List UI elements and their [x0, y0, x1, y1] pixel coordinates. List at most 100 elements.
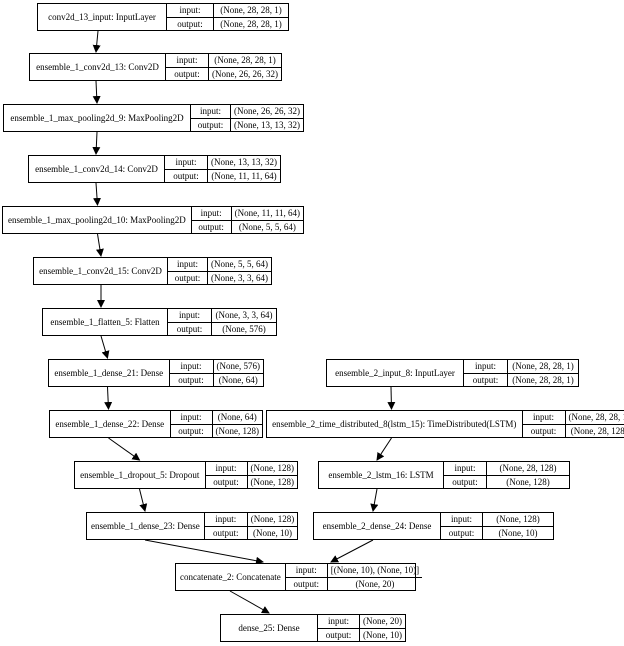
layer-name: ensemble_1_flatten_5: Flatten: [43, 309, 168, 335]
input-label: input:: [168, 309, 212, 322]
edge-arrow: [370, 488, 379, 512]
output-label: output:: [286, 577, 328, 590]
edge-arrow: [104, 386, 113, 410]
output-shape: (None, 10): [252, 527, 292, 538]
input-shape: (None, 28, 128): [499, 463, 557, 474]
input-label: input:: [205, 513, 248, 526]
input-label: input:: [171, 411, 213, 424]
input-shape: (None, 576): [216, 361, 261, 372]
input-label: input:: [523, 411, 566, 424]
input-shape: (None, 26, 26, 32): [234, 106, 300, 117]
edge-arrow: [144, 539, 264, 565]
input-label: input:: [165, 156, 208, 169]
edge-arrow: [92, 30, 101, 53]
input-label: input:: [170, 360, 214, 373]
output-label: output:: [523, 424, 566, 437]
output-label: output:: [206, 475, 248, 488]
output-label: output:: [192, 220, 232, 233]
input-label: input:: [318, 615, 360, 628]
layer-name: ensemble_2_time_distributed_8(lstm_15): …: [267, 411, 523, 437]
input-shape: (None, 28, 28, 1): [512, 361, 574, 372]
input-label: input:: [444, 462, 487, 475]
edge-arrow: [330, 539, 374, 563]
input-shape: (None, 28, 28, 1): [214, 55, 276, 66]
output-shape: (None, 26, 26, 32): [212, 68, 278, 79]
output-label: output:: [441, 526, 483, 539]
output-shape: (None, 128): [215, 425, 260, 436]
output-label: output:: [168, 322, 212, 335]
layer-node: ensemble_2_time_distributed_8(lstm_15): …: [266, 410, 624, 438]
input-label: input:: [464, 360, 508, 373]
edge-arrow: [108, 437, 141, 461]
output-shape: (None, 11, 11, 64): [211, 170, 277, 181]
output-shape: (None, 10): [498, 527, 538, 538]
edge-arrow: [229, 590, 270, 614]
edge-arrow: [376, 437, 392, 461]
input-label: input:: [286, 564, 328, 577]
output-label: output:: [170, 373, 214, 386]
input-label: input:: [441, 513, 483, 526]
input-label: input:: [191, 105, 231, 118]
layer-name: ensemble_1_conv2d_13: Conv2D: [30, 54, 166, 80]
output-shape: (None, 13, 13, 32): [234, 119, 300, 130]
layer-name: ensemble_1_max_pooling2d_10: MaxPooling2…: [3, 207, 192, 233]
layer-name: ensemble_1_conv2d_14: Conv2D: [29, 156, 165, 182]
input-shape: (None, 128): [496, 514, 540, 525]
edge-arrow: [100, 335, 110, 359]
output-shape: (None, 64): [218, 374, 258, 385]
edge-arrow: [92, 80, 101, 104]
input-label: input:: [167, 4, 214, 17]
edge-arrow: [387, 386, 396, 410]
output-label: output:: [166, 67, 209, 80]
layer-name: ensemble_2_dense_24: Dense: [314, 513, 441, 539]
input-label: input:: [192, 207, 232, 220]
input-label: input:: [166, 54, 209, 67]
input-label: input:: [168, 258, 208, 271]
output-label: output:: [165, 169, 208, 182]
layer-name: ensemble_1_dropout_5: Dropout: [75, 462, 206, 488]
edge-arrow: [95, 233, 104, 257]
layer-node: ensemble_1_max_pooling2d_10: MaxPooling2…: [2, 206, 304, 234]
input-shape: (None, 28, 28, 1): [220, 5, 282, 16]
input-shape: [(None, 10), (None, 10)]: [330, 565, 420, 576]
layer-name: dense_25: Dense: [221, 615, 318, 641]
output-shape: (None, 5, 5, 64): [238, 221, 296, 232]
output-label: output:: [205, 526, 248, 539]
output-label: output:: [191, 118, 231, 131]
output-shape: (None, 128): [506, 476, 550, 487]
input-shape: (None, 20): [363, 616, 402, 627]
output-label: output:: [168, 271, 208, 284]
output-label: output:: [318, 628, 360, 641]
output-label: output:: [167, 17, 214, 30]
layer-name: ensemble_1_max_pooling2d_9: MaxPooling2D: [4, 105, 191, 131]
input-shape: (None, 128): [250, 514, 295, 525]
layer-name: conv2d_13_input: InputLayer: [38, 4, 167, 30]
input-shape: (None, 13, 13, 32): [211, 157, 277, 168]
edge-arrow: [92, 131, 101, 155]
output-shape: (None, 28, 28, 1): [512, 374, 574, 385]
output-shape: (None, 28, 28, 1): [220, 18, 282, 29]
layer-node: ensemble_1_max_pooling2d_9: MaxPooling2D…: [3, 104, 304, 132]
output-shape: (None, 28, 128): [570, 425, 624, 436]
output-label: output:: [444, 475, 487, 488]
edge-arrow: [139, 488, 148, 512]
output-shape: (None, 3, 3, 64): [211, 272, 268, 283]
input-shape: (None, 11, 11, 64): [234, 208, 300, 219]
input-shape: (None, 5, 5, 64): [211, 259, 268, 270]
layer-name: ensemble_1_dense_22: Dense: [50, 411, 171, 437]
